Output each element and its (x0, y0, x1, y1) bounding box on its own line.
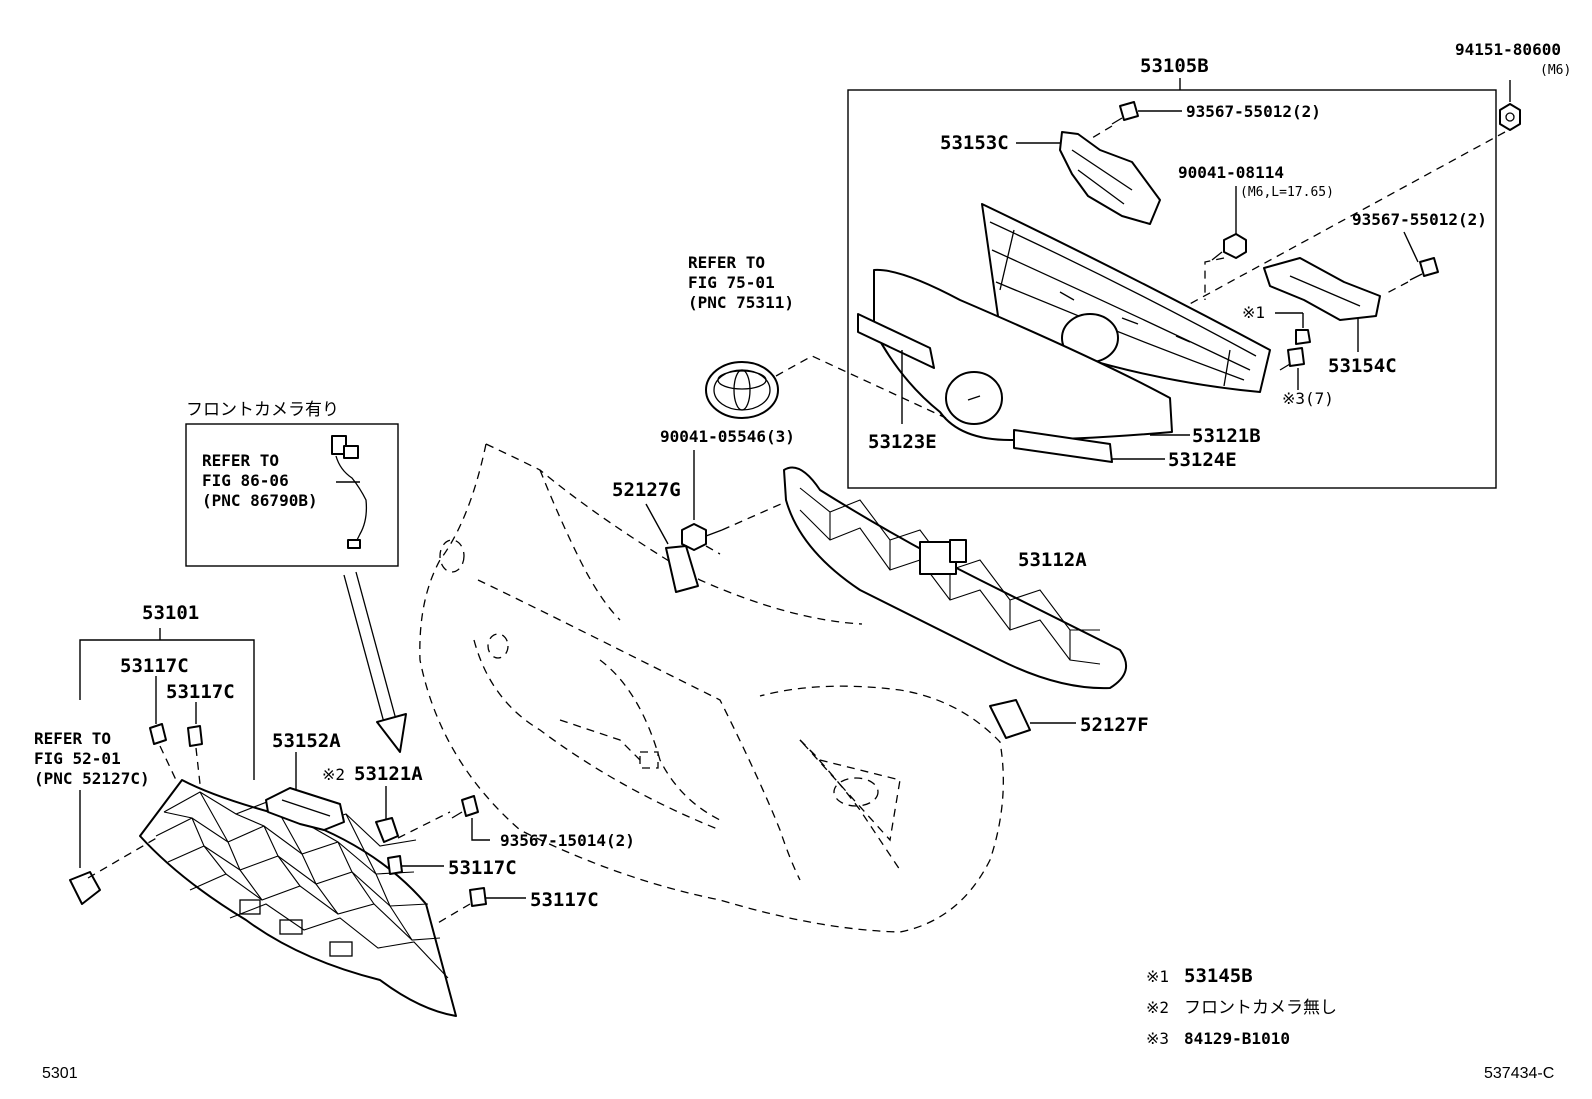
label-53105B: 53105B (1140, 55, 1209, 77)
refer-bumper-line1: REFER TO (34, 729, 111, 748)
bracket-53152A (265, 787, 345, 831)
clip-53117C-1-icon (149, 723, 167, 745)
clip-93567-55012-top-icon (1111, 101, 1139, 125)
legend: ※1 53145B ※2 フロントカメラ無し ※3 84129-B1010 (1146, 965, 1337, 1048)
legend-text-3: 84129-B1010 (1184, 1029, 1290, 1048)
mark-1: ※1 (1242, 303, 1265, 322)
install-arrow (343, 571, 407, 753)
garnish-53124E (1013, 429, 1113, 463)
toyota-emblem-icon (705, 361, 779, 419)
label-94151-80600: 94151-80600 (1455, 40, 1561, 59)
camera-option-box (185, 423, 399, 567)
mark-2: ※2 (322, 765, 345, 784)
cover-52127G (665, 545, 699, 593)
label-53112A: 53112A (1018, 549, 1087, 571)
camera-box-title: フロントカメラ有り (186, 400, 339, 420)
label-53154C: 53154C (1328, 355, 1397, 377)
label-90041-08114: 90041-08114 (1178, 163, 1284, 182)
clip-93567-15014-icon (451, 795, 479, 819)
bracket-53153C (1059, 131, 1161, 225)
label-90041-08114-note: (M6,L=17.65) (1240, 185, 1334, 200)
legend-mark-3: ※3 (1146, 1029, 1169, 1048)
cover-52127F (989, 699, 1031, 739)
refer-camera-line1: REFER TO (202, 451, 279, 470)
garnish-53123E (857, 313, 935, 369)
label-53153C: 53153C (940, 132, 1009, 154)
bracket-53154C (1263, 257, 1381, 321)
grille-assembly-box (847, 89, 1497, 489)
lower-grille-shell (873, 268, 1173, 441)
label-53123E: 53123E (868, 431, 937, 453)
mark-3-qty: ※3(7) (1282, 389, 1334, 408)
bolt-90041-05546-icon (681, 523, 723, 551)
clip-53145B-icon (1295, 329, 1311, 345)
upper-grille-53112A (783, 466, 1128, 690)
refer-emblem-line3: (PNC 75311) (688, 293, 794, 312)
label-53117C-3: 53117C (448, 857, 517, 879)
front-bumper-cover (419, 443, 1004, 933)
clip-53117C-2-icon (187, 725, 203, 747)
label-93567-15014: 93567-15014(2) (500, 831, 635, 850)
footer-right-code: 537434-C (1484, 1065, 1554, 1082)
legend-text-2: フロントカメラ無し (1184, 998, 1337, 1018)
label-53124E: 53124E (1168, 449, 1237, 471)
refer-emblem-line1: REFER TO (688, 253, 765, 272)
label-53152A: 53152A (272, 730, 341, 752)
legend-text-1: 53145B (1184, 965, 1253, 987)
label-93567-55012-right: 93567-55012(2) (1352, 210, 1487, 229)
label-52127G: 52127G (612, 479, 681, 501)
bolt-90041-08114-icon (1211, 233, 1247, 261)
label-94151-note: (M6) (1540, 63, 1571, 78)
label-53117C-2: 53117C (166, 681, 235, 703)
label-53121A: 53121A (354, 763, 423, 785)
refer-bumper-line2: FIG 52-01 (34, 749, 121, 768)
nut-94151-icon (1499, 103, 1521, 131)
bracket-53121A (375, 817, 399, 843)
clip-93567-55012-right-icon (1409, 257, 1439, 281)
refer-bumper-line3: (PNC 52127C) (34, 769, 150, 788)
label-53121B: 53121B (1192, 425, 1261, 447)
lower-grille-53101 (139, 779, 457, 1017)
refer-camera-line3: (PNC 86790B) (202, 491, 318, 510)
label-53101: 53101 (142, 602, 199, 624)
clip-53117C-4-icon (469, 887, 487, 907)
label-90041-05546: 90041-05546(3) (660, 427, 795, 446)
legend-mark-2: ※2 (1146, 998, 1169, 1017)
label-93567-55012-top: 93567-55012(2) (1186, 102, 1321, 121)
label-52127F: 52127F (1080, 714, 1149, 736)
footer-left-code: 5301 (42, 1065, 78, 1082)
label-53117C-4: 53117C (530, 889, 599, 911)
bumper-cap-icon (69, 871, 101, 905)
clip-84129-icon (1279, 347, 1305, 371)
refer-emblem-line2: FIG 75-01 (688, 273, 775, 292)
clip-53117C-3-icon (387, 855, 403, 875)
label-53117C-1: 53117C (120, 655, 189, 677)
legend-mark-1: ※1 (1146, 967, 1169, 986)
refer-camera-line2: FIG 86-06 (202, 471, 289, 490)
front-camera-icon (331, 435, 368, 549)
